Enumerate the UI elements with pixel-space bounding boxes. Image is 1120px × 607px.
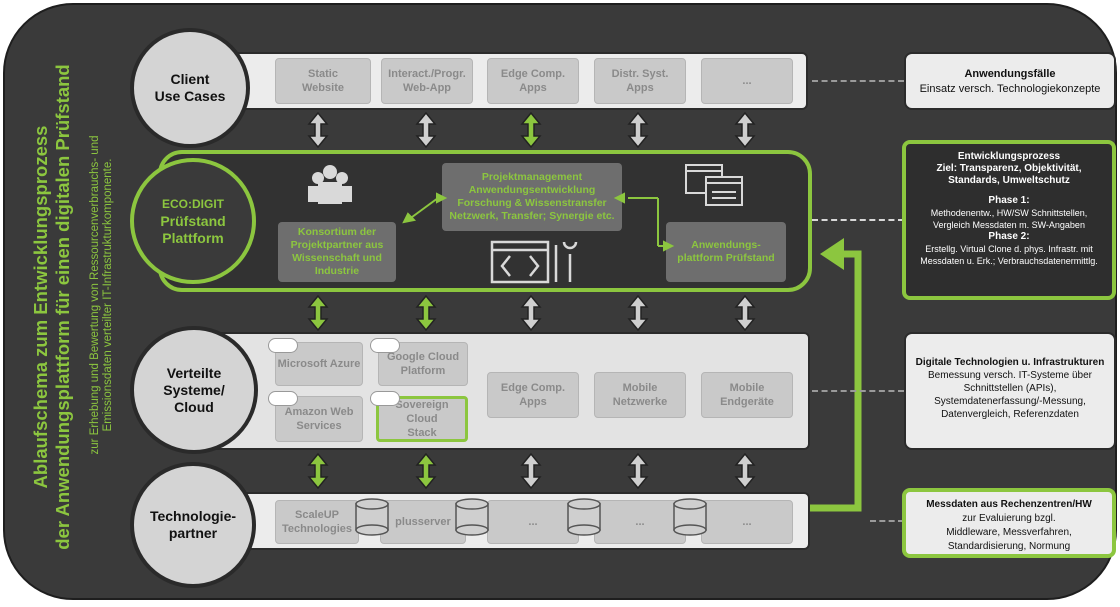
tech-item: ...: [487, 500, 579, 544]
subtitle: zur Erhebung und Bewertung von Ressource…: [89, 135, 114, 455]
cloud-icon: [268, 338, 298, 353]
client-item: ...: [701, 58, 793, 104]
cloud-item: Edge Comp.Apps: [487, 372, 579, 418]
double-arrow-icon: [735, 295, 755, 331]
team-icon: [308, 165, 352, 204]
database-icons: [355, 498, 707, 536]
dash-line: [870, 520, 904, 522]
double-arrow-icon: [416, 112, 436, 148]
client-item: Distr. Syst.Apps: [594, 58, 686, 104]
database-icon: [567, 498, 601, 536]
double-arrow-icon: [521, 453, 541, 489]
double-arrow-icon: [416, 295, 436, 331]
window-transfer-icon: [685, 164, 743, 206]
database-icon: [455, 498, 489, 536]
cloud-icon: [370, 391, 400, 406]
digitale-technologien-box: Digitale Technologien u. Infrastrukturen…: [904, 332, 1116, 450]
platform-circle: ECO:DIGIT Prüfstand Plattform: [130, 158, 256, 284]
double-arrow-icon: [308, 295, 328, 331]
feedback-arrow: [810, 238, 862, 512]
client-item: Edge Comp.Apps: [487, 58, 579, 104]
cloud-icon: [268, 391, 298, 406]
code-tools-icon: [490, 240, 578, 284]
dash-line: [812, 80, 904, 82]
client-item: Interact./Progr.Web-App: [381, 58, 473, 104]
messdaten-box: Messdaten aus Rechenzentren/HW zur Evalu…: [902, 488, 1116, 558]
double-arrow-icon: [628, 295, 648, 331]
platform-graphics: [308, 164, 743, 284]
dash-line: [812, 390, 904, 392]
database-icon: [355, 498, 389, 536]
dash-line: [812, 219, 904, 221]
double-arrow-icon: [628, 453, 648, 489]
double-arrow-icon: [308, 112, 328, 148]
connector-arrows: [402, 192, 675, 252]
tech-item: plusserver: [380, 500, 466, 544]
tech-item: ...: [701, 500, 793, 544]
vertical-arrows: [308, 112, 755, 489]
tech-circle: Technologie-partner: [130, 462, 256, 588]
double-arrow-icon: [416, 453, 436, 489]
double-arrow-icon: [628, 112, 648, 148]
anwendung-box: Anwendungs-plattform Prüfstand: [666, 222, 786, 282]
double-arrow-icon: [735, 112, 755, 148]
double-arrow-icon: [521, 112, 541, 148]
entwicklungsprozess-box: Entwicklungsprozess Ziel: Transparenz, O…: [902, 140, 1116, 300]
database-icon: [673, 498, 707, 536]
tech-item: ...: [594, 500, 686, 544]
main-title: Ablaufschema zum Entwicklungsprozess der…: [30, 64, 73, 550]
anwendungsfaelle-box: Anwendungsfälle Einsatz versch. Technolo…: [904, 52, 1116, 110]
double-arrow-icon: [521, 295, 541, 331]
double-arrow-icon: [735, 453, 755, 489]
double-arrow-icon: [308, 453, 328, 489]
cloud-icon: [370, 338, 400, 353]
